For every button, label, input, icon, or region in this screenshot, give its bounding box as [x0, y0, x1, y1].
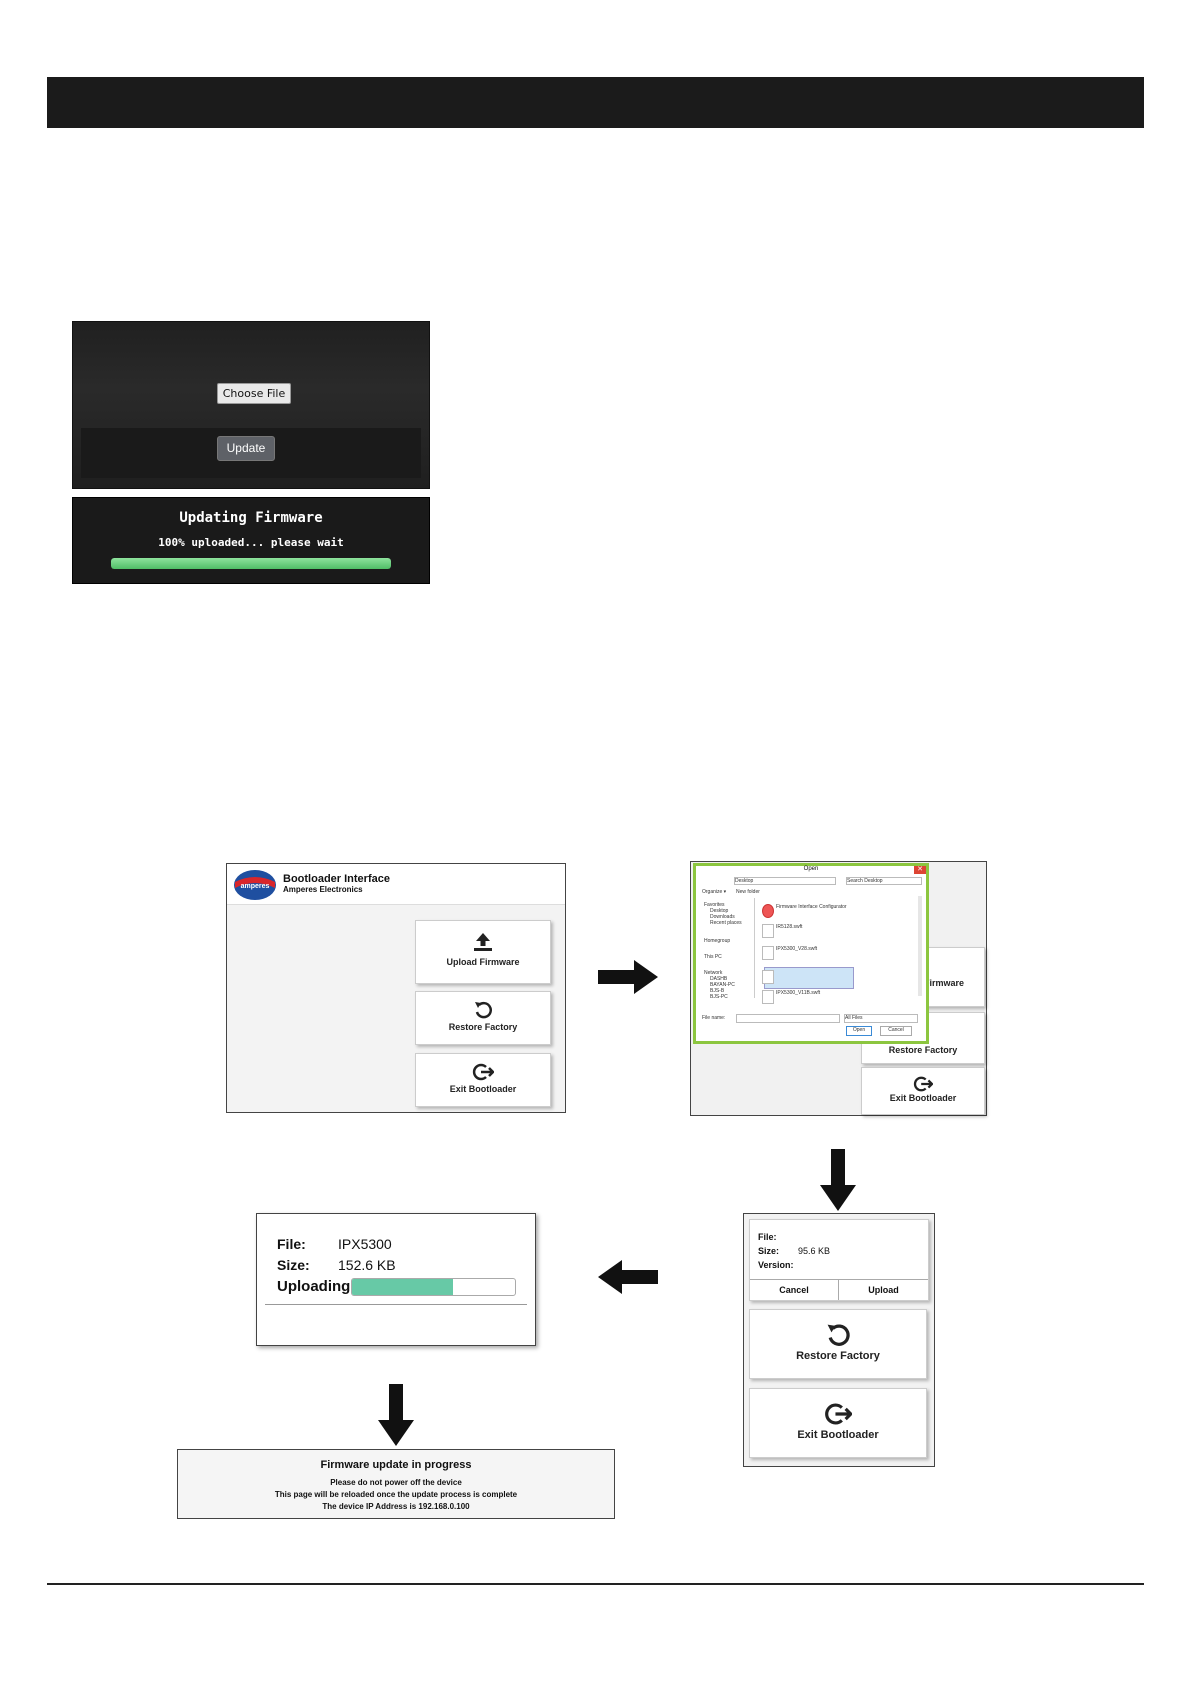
restore-factory-button[interactable]: Restore Factory [749, 1309, 927, 1379]
arrow-down-icon [820, 1149, 856, 1211]
address-bar[interactable]: Desktop [734, 877, 836, 885]
exit-bootloader-button[interactable]: Exit Bootloader [749, 1388, 927, 1458]
pane-divider [754, 898, 755, 998]
exit-icon [825, 1403, 852, 1425]
bootloader-title: Bootloader Interface [283, 873, 390, 885]
file-type-select[interactable]: All Files [844, 1014, 918, 1023]
upload-icon [474, 933, 492, 951]
file-name-label: File name: [702, 1015, 726, 1021]
size-label: Size: [277, 1257, 310, 1273]
firmware-update-panel: Choose File Update [72, 321, 430, 489]
bootloader-screenshot: amperes Bootloader Interface Amperes Ele… [226, 863, 566, 1113]
in-progress-title: Firmware update in progress [320, 1459, 472, 1471]
open-file-dialog-screenshot: Firmware Restore Factory Exit Bootloader… [690, 861, 987, 1116]
upload-progress-fill [111, 558, 391, 569]
organize-menu[interactable]: Organize ▾ [702, 889, 727, 895]
size-value: 152.6 KB [338, 1257, 396, 1273]
nav-item[interactable]: This PC [704, 954, 722, 960]
arrow-right-icon [598, 960, 658, 994]
file-item[interactable]: IPX5300_V28.swft [776, 946, 818, 952]
upload-firmware-button[interactable]: Upload Firmware [415, 920, 551, 984]
new-folder-button[interactable]: New folder [736, 889, 760, 895]
nav-item[interactable]: Homegroup [704, 938, 731, 944]
size-label: Size: [758, 1246, 780, 1256]
footer-rule [47, 1583, 1144, 1585]
exit-bootloader-label: Exit Bootloader [449, 1084, 517, 1094]
in-progress-line: Please do not power off the device [330, 1478, 462, 1487]
upload-firmware-label: Upload Firmware [446, 957, 520, 967]
updating-title: Updating Firmware [179, 510, 323, 526]
upload-button[interactable]: Upload [868, 1285, 899, 1295]
choose-file-button[interactable]: Choose File [217, 383, 291, 404]
dialog-close-icon[interactable]: ✕ [914, 866, 926, 874]
arrow-down-icon [378, 1384, 414, 1446]
bootloader-subtitle: Amperes Electronics [283, 885, 363, 894]
in-progress-line: The device IP Address is 192.168.0.100 [322, 1502, 470, 1511]
search-box[interactable]: Search Desktop [846, 877, 922, 885]
open-dialog-window: Open ✕ Desktop Search Desktop Organize ▾… [693, 863, 929, 1044]
nav-item[interactable]: Desktop [710, 908, 729, 914]
uploading-screenshot: File: IPX5300 Size: 152.6 KB Uploading [256, 1213, 536, 1346]
behind-exit-card: Exit Bootloader [861, 1067, 985, 1115]
amperes-logo-icon: amperes [234, 870, 276, 900]
confirm-buttons: Cancel Upload [750, 1279, 928, 1300]
file-info-card: File: Size: 95.6 KB Version: Cancel Uplo… [749, 1219, 929, 1301]
update-in-progress-message: Firmware update in progress Please do no… [177, 1449, 615, 1519]
upload-confirm-screenshot: File: Size: 95.6 KB Version: Cancel Uplo… [743, 1213, 935, 1467]
restore-factory-label: Restore Factory [448, 1022, 518, 1032]
update-button[interactable]: Update [217, 436, 275, 461]
scrollbar[interactable] [918, 896, 922, 996]
arrow-left-icon [598, 1260, 658, 1294]
nav-item[interactable]: DASHB [710, 976, 728, 982]
nav-item[interactable]: Downloads [710, 914, 735, 920]
restore-factory-button[interactable]: Restore Factory [415, 991, 551, 1045]
nav-item[interactable]: BJS-PC [710, 994, 728, 1000]
divider [265, 1304, 527, 1305]
updating-status: 100% uploaded... please wait [158, 536, 344, 549]
nav-item[interactable]: BJS-B [710, 988, 725, 994]
file-value: IPX5300 [338, 1236, 392, 1252]
exit-icon [913, 1076, 933, 1092]
exit-icon [472, 1063, 494, 1081]
file-label: File: [277, 1236, 306, 1252]
svg-text:amperes: amperes [241, 883, 270, 890]
cancel-button[interactable]: Cancel [880, 1026, 912, 1036]
in-progress-line: This page will be reloaded once the upda… [274, 1490, 518, 1499]
cancel-button[interactable]: Cancel [750, 1280, 839, 1300]
file-item[interactable]: Firmware Interface Configurator [776, 904, 847, 910]
app-icon [762, 904, 774, 918]
section-header-bar [47, 77, 1144, 128]
uploading-progress-bar [351, 1278, 516, 1296]
file-item[interactable]: IR5128.swft [776, 924, 803, 930]
restore-icon [475, 1001, 492, 1019]
uploading-label: Uploading [277, 1278, 351, 1295]
file-label: File: [758, 1232, 777, 1242]
uploading-progress-fill [352, 1279, 454, 1295]
nav-item[interactable]: BAYAN-PC [710, 982, 735, 988]
file-icon [762, 990, 774, 1004]
size-value: 95.6 KB [798, 1246, 831, 1256]
version-label: Version: [758, 1260, 794, 1270]
open-button[interactable]: Open [846, 1026, 872, 1036]
restore-icon [827, 1324, 850, 1346]
nav-item[interactable]: Favorites [704, 902, 725, 908]
file-icon [762, 970, 774, 984]
selected-file-row[interactable] [764, 967, 854, 989]
exit-bootloader-label: Exit Bootloader [797, 1429, 879, 1441]
exit-bootloader-button[interactable]: Exit Bootloader [415, 1053, 551, 1107]
nav-item[interactable]: Recent places [710, 920, 742, 926]
updating-firmware-panel: Updating Firmware 100% uploaded... pleas… [72, 497, 430, 584]
file-icon [762, 924, 774, 938]
dialog-title: Open [696, 866, 926, 874]
restore-factory-label: Restore Factory [796, 1350, 880, 1362]
upload-progress-bar [111, 558, 391, 569]
bootloader-header: amperes Bootloader Interface Amperes Ele… [227, 864, 565, 905]
file-icon [762, 946, 774, 960]
file-item[interactable]: IPX5300_V11B.swft [776, 990, 821, 996]
file-name-input[interactable] [736, 1014, 840, 1023]
nav-item[interactable]: Network [704, 970, 723, 976]
